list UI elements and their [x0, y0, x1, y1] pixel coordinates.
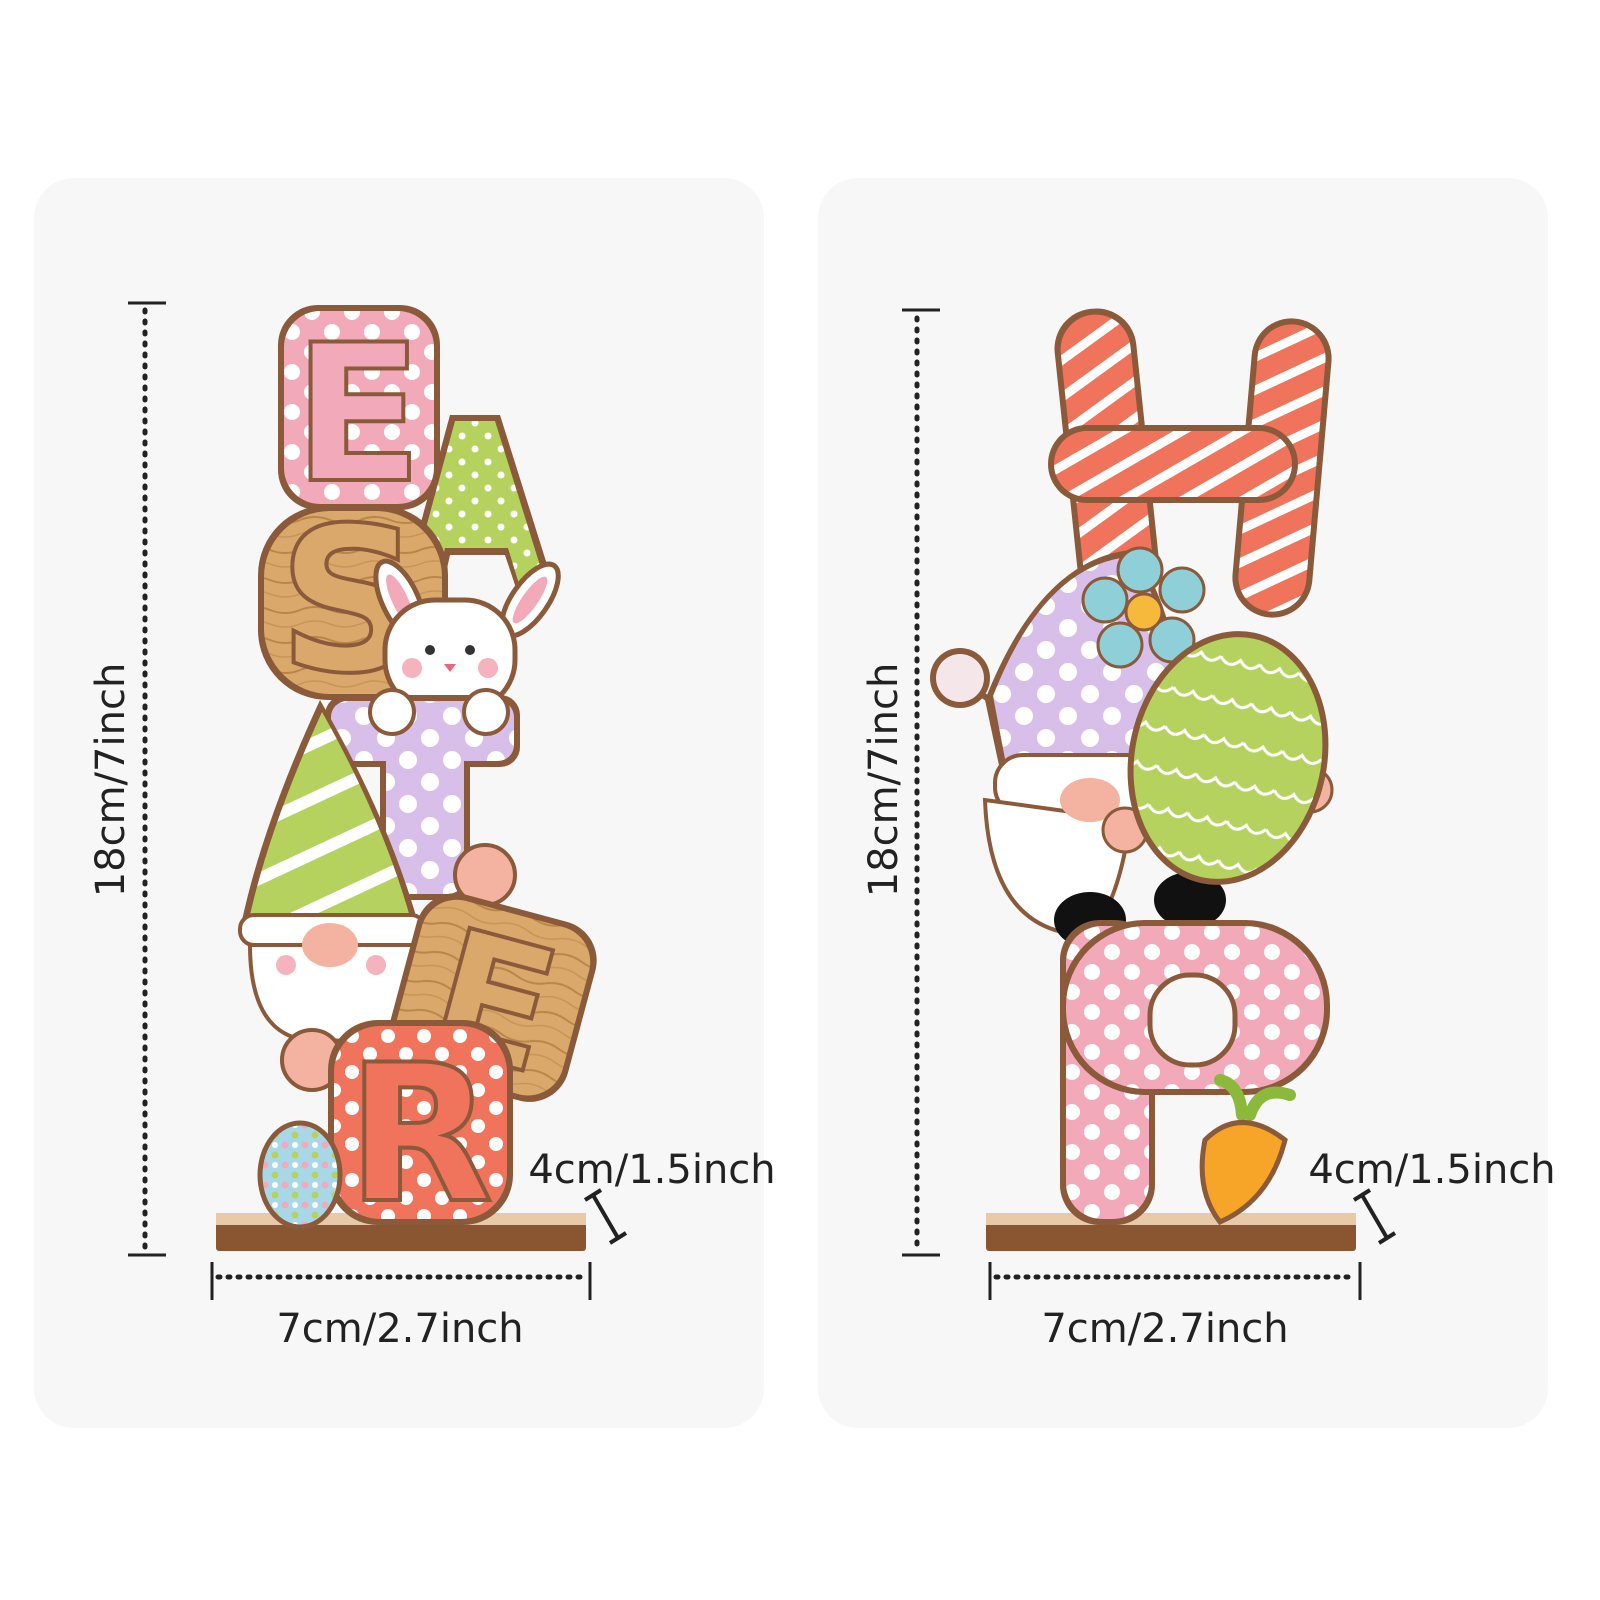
carrot-icon [1199, 1074, 1296, 1226]
left-height-dimension: 18cm/7inch [88, 301, 166, 1257]
easter-egg-left [257, 1120, 343, 1230]
easter-egg-right [1127, 631, 1329, 885]
right-height-dimension: 18cm/7inch [861, 308, 940, 1257]
left-width-dimension: 7cm/2.7inch [210, 1262, 592, 1352]
svg-text:R: R [347, 1024, 493, 1245]
left-width-label: 7cm/2.7inch [276, 1306, 523, 1352]
flower-icon [1081, 546, 1206, 669]
right-depth-dimension: 4cm/1.5inch [1308, 1147, 1556, 1245]
right-width-label: 7cm/2.7inch [1041, 1306, 1288, 1352]
letter-r: R [328, 1020, 513, 1247]
right-width-dimension: 7cm/2.7inch [988, 1262, 1362, 1352]
bunny-figure [373, 558, 561, 713]
left-depth-label: 4cm/1.5inch [528, 1147, 775, 1193]
letter-t: T [325, 688, 520, 900]
hop-sign: H [930, 308, 1356, 1251]
right-depth-label: 4cm/1.5inch [1308, 1147, 1555, 1193]
svg-text:E: E [293, 304, 423, 525]
left-depth-dimension: 4cm/1.5inch [528, 1147, 776, 1245]
letter-p: P [1060, 920, 1330, 1225]
letter-h: H [1048, 308, 1332, 618]
left-height-label: 18cm/7inch [88, 663, 134, 898]
gnome-pompom [930, 648, 990, 708]
easter-sign: E A S [216, 302, 597, 1251]
letter-e-top: E [278, 302, 440, 527]
right-height-label: 18cm/7inch [861, 663, 907, 898]
